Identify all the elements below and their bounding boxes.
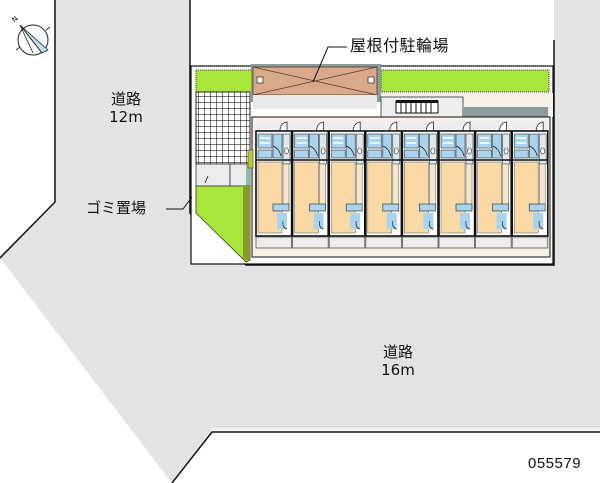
unit-8 (511, 121, 549, 249)
road-north-width: 12m (109, 108, 143, 126)
unit-5 (401, 121, 439, 249)
road-north-label: 道路 12m (96, 90, 156, 126)
greenery-corner (195, 185, 251, 263)
garbage-area-label: ゴミ置場 (86, 199, 147, 217)
unit-4 (364, 121, 403, 249)
paved-area (195, 91, 251, 165)
greenery-top-left (195, 69, 253, 93)
road-south-label: 道路 16m (368, 343, 428, 379)
north-arrow-compass-icon: N (11, 15, 51, 56)
north-label: N (11, 15, 20, 25)
unit-3 (328, 121, 366, 249)
unit-7 (474, 121, 513, 249)
garbage-area (195, 163, 251, 187)
road-north-name: 道路 (110, 90, 141, 108)
road-south-name: 道路 (382, 343, 413, 361)
property-code: 055579 (528, 455, 582, 472)
unit-1 (255, 121, 293, 249)
unit-row (255, 121, 549, 249)
bicycle-parking-label: 屋根付駐輪場 (350, 36, 450, 55)
unit-6 (438, 121, 476, 249)
greenery-top-right (380, 69, 550, 93)
stairs (380, 93, 553, 118)
bicycle-parking (251, 64, 381, 109)
road-south-width: 16m (381, 361, 415, 379)
unit-2 (291, 121, 330, 249)
